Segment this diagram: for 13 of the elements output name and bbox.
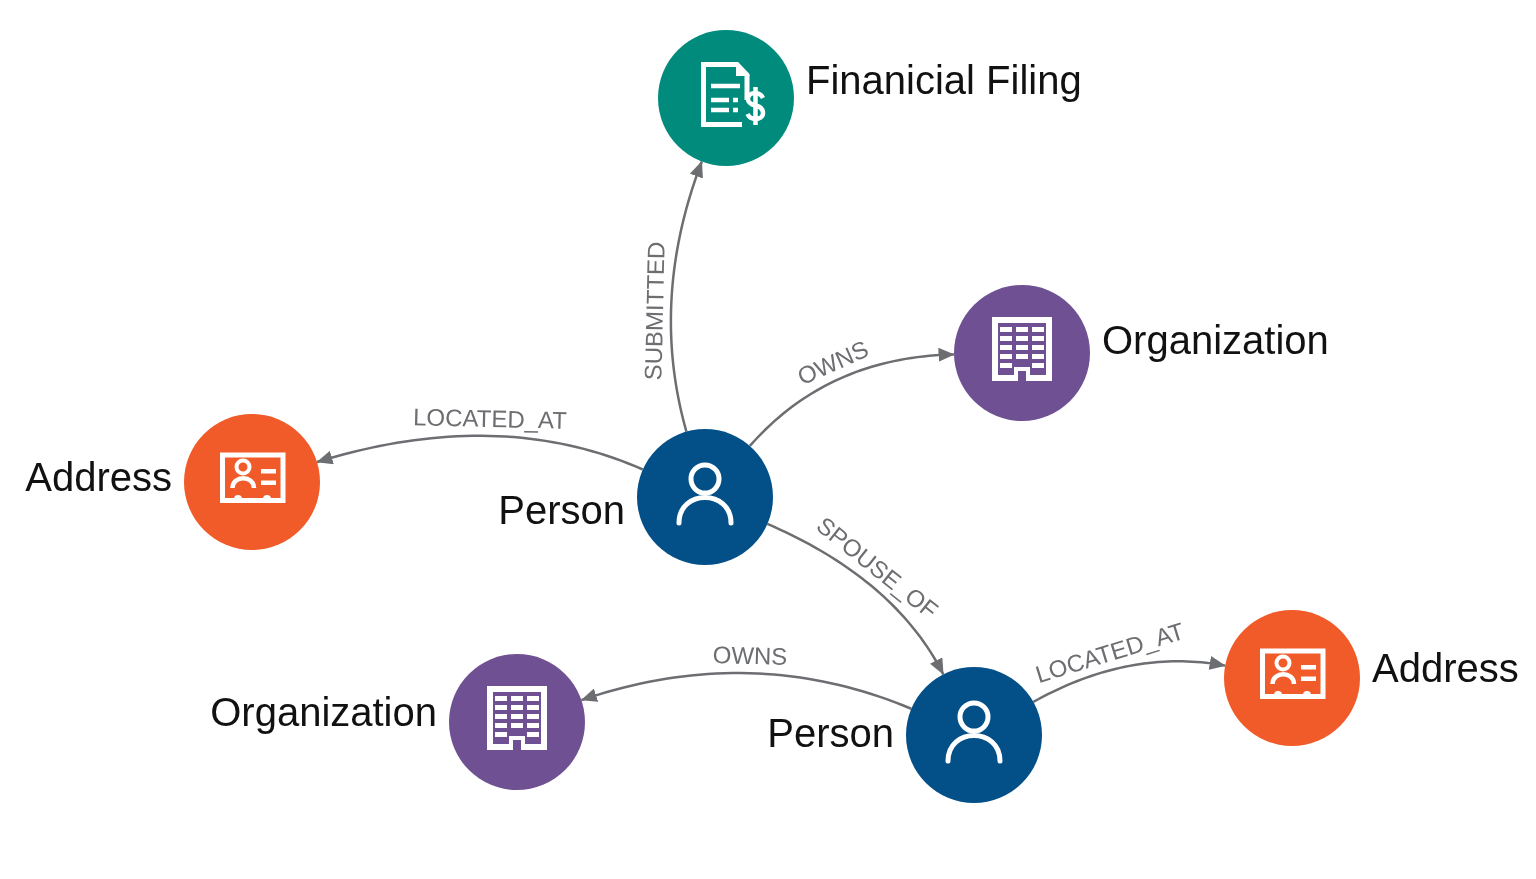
arrow [316, 434, 644, 471]
arrow [580, 671, 912, 710]
arrow [669, 161, 703, 432]
node-label: Address [1372, 646, 1519, 690]
arrow [766, 522, 945, 675]
node-label: Finanicial Filing [806, 58, 1082, 102]
arrow [748, 347, 955, 447]
node-label: Person [498, 488, 625, 532]
node-label: Organization [210, 690, 437, 734]
arrow [1032, 656, 1226, 703]
node-label: Address [25, 455, 172, 499]
node-label: Person [767, 711, 894, 755]
node-label: Organization [1102, 318, 1329, 362]
